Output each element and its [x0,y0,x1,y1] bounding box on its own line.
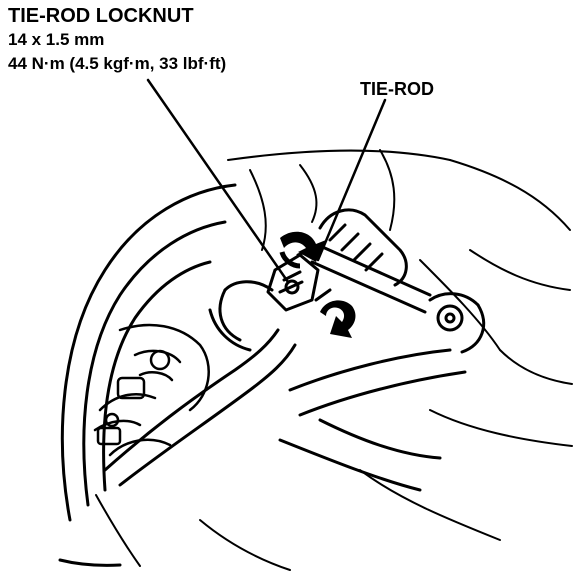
tierod-callout-title: TIE-ROD [360,79,434,99]
locknut-callout-title: TIE-ROD LOCKNUT [8,5,194,27]
leader-lines [146,78,387,284]
wrench-rotation-arrow-icon [279,231,326,269]
knuckle-arm [103,280,297,487]
wrench-rotation-arrow-icon [320,300,356,338]
locknut-callout-torque: 44 N·m (4.5 kgf·m, 33 lbf·ft) [8,54,227,73]
locknut-callout-size: 14 x 1.5 mm [8,30,105,49]
body-contours [95,149,573,571]
hub-assembly [93,323,210,457]
lower-arm [278,292,486,492]
tie-rod-shaft [310,208,432,314]
